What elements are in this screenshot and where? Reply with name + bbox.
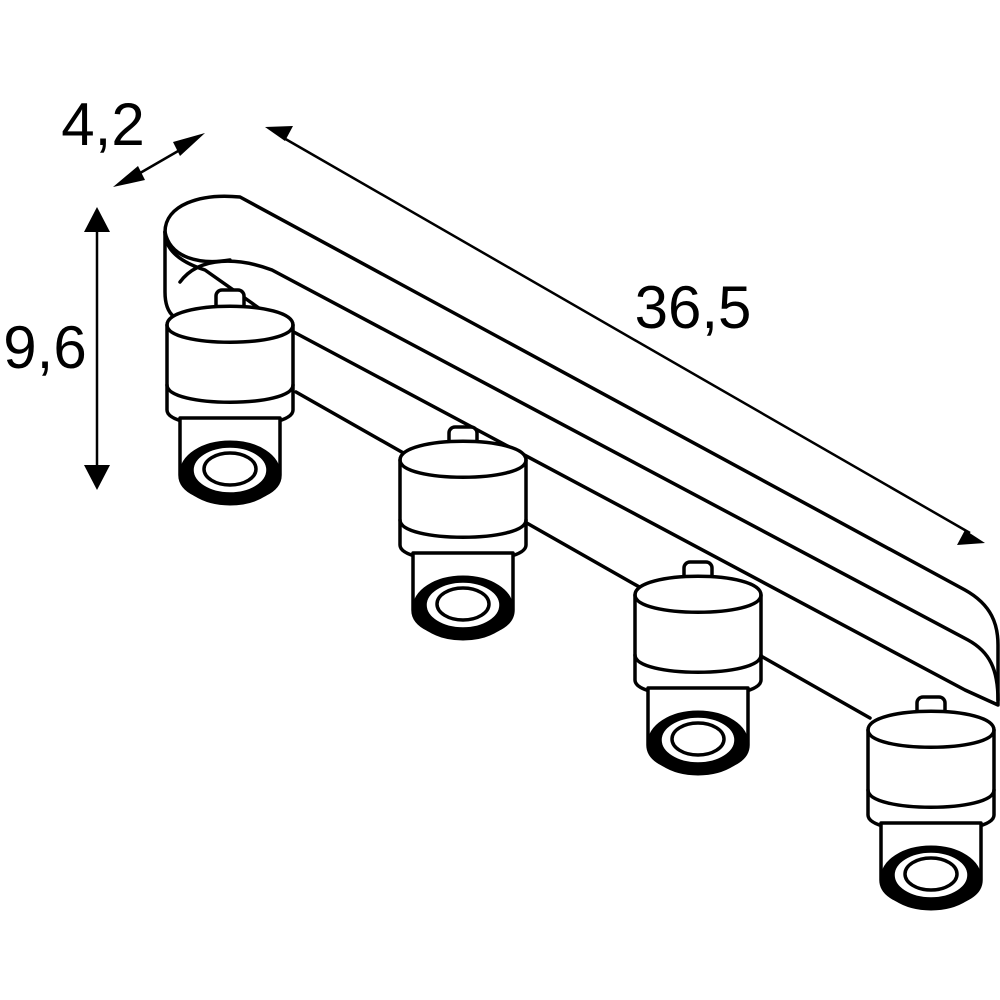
spotlight-2 xyxy=(398,425,528,641)
spotlight-4 xyxy=(866,695,996,911)
spotlight-1 xyxy=(165,288,295,506)
dimension-length: 36,5 xyxy=(265,126,985,545)
depth-label: 4,2 xyxy=(61,91,144,158)
mounting-rail xyxy=(163,194,1000,720)
spotlight-3 xyxy=(633,560,763,776)
length-label: 36,5 xyxy=(635,274,752,341)
dimension-depth: 4,2 xyxy=(61,91,205,187)
height-label: 9,6 xyxy=(3,314,86,381)
dimension-height: 9,6 xyxy=(3,207,110,490)
